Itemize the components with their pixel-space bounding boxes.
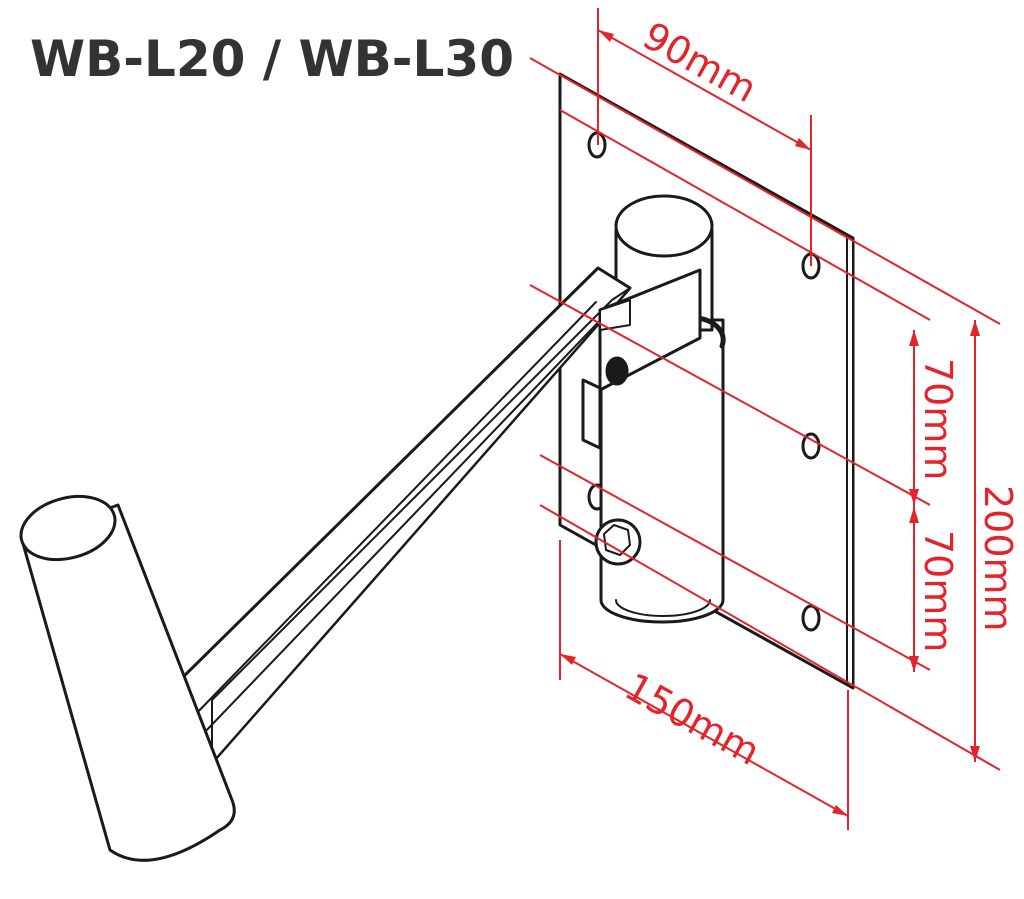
- mounting-hole: [801, 432, 821, 460]
- dim-label-150mm: 150mm: [618, 664, 768, 774]
- product-title: WB-L20 / WB-L30: [30, 30, 514, 88]
- bracket-arm: [176, 266, 702, 765]
- dim-label-200mm: 200mm: [976, 485, 1020, 632]
- dim-label-70mm-lower: 70mm: [916, 530, 960, 652]
- dim-label-90mm: 90mm: [636, 13, 764, 111]
- hex-bolt: [594, 518, 642, 566]
- speaker-stub-tube: [19, 494, 236, 862]
- dim-label-70mm-upper: 70mm: [916, 358, 960, 480]
- pivot-tube: [594, 194, 726, 624]
- arm-bolt: [605, 356, 629, 386]
- mounting-hole: [801, 604, 821, 632]
- dimension-lines: [529, 8, 1001, 830]
